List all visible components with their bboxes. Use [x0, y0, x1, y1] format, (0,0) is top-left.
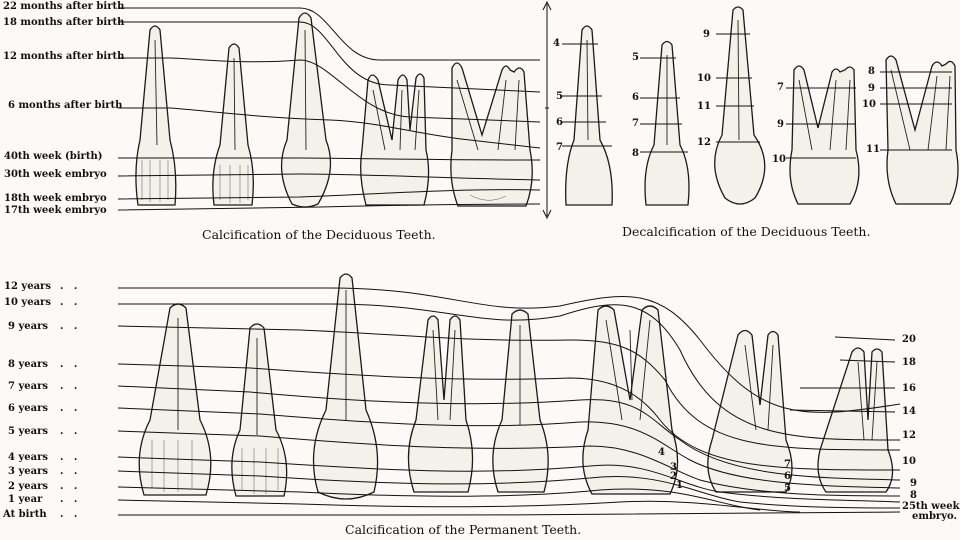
deciduous-stage-label: 18th week embryo — [4, 193, 107, 204]
deciduous-stage-label: 12 months after birth — [3, 51, 125, 62]
decalc-label: 6 — [556, 117, 563, 128]
permanent-stage-label: 7 years — [8, 381, 48, 392]
permanent-calcification-caption: Calcification of the Permanent Teeth. — [345, 522, 581, 537]
decalc-label: 5 — [556, 91, 563, 102]
right-label: 14 — [902, 406, 916, 417]
decalc-incisor-central: 4 5 6 7 — [553, 25, 613, 206]
permanent-stage-label: 9 years — [8, 321, 48, 332]
inner-label: 1 — [676, 480, 683, 491]
svg-text:. .: . . — [60, 359, 77, 370]
decalc-canine: 9 10 11 12 — [697, 6, 766, 205]
deciduous-decalcification-panel: 4 5 6 7 5 6 7 8 9 10 11 12 — [553, 6, 959, 239]
inner-label: 7 — [784, 459, 791, 470]
permanent-second-premolar — [492, 309, 549, 493]
decalc-incisor-lateral: 5 6 7 8 — [632, 40, 690, 206]
decalc-label: 9 — [703, 29, 710, 40]
permanent-canine — [312, 273, 379, 500]
permanent-stage-label: 2 years — [8, 481, 48, 492]
svg-text:. .: . . — [60, 281, 77, 292]
deciduous-incisor-lateral — [212, 43, 254, 206]
decalc-label: 9 — [777, 119, 784, 130]
permanent-stage-label: 12 years — [4, 281, 51, 292]
permanent-stage-label: 4 years — [8, 452, 48, 463]
permanent-stage-label: 1 year — [8, 494, 43, 505]
decalc-label: 12 — [697, 137, 711, 148]
deciduous-calcification-panel: 22 months after birth 18 months after bi… — [3, 0, 552, 242]
permanent-stage-label: 10 years — [4, 297, 51, 308]
permanent-stage-label: At birth — [2, 509, 47, 520]
decalc-label: 11 — [866, 144, 880, 155]
right-label: 18 — [902, 357, 916, 368]
inner-label: 4 — [658, 447, 665, 458]
deciduous-stage-label: 6 months after birth — [8, 100, 123, 111]
decalc-label: 10 — [772, 154, 786, 165]
decalc-label: 7 — [632, 118, 639, 129]
permanent-calcification-panel: 12 years 10 years 9 years 8 years 7 year… — [2, 273, 960, 537]
deciduous-canine — [280, 12, 332, 208]
svg-text:. .: . . — [60, 481, 77, 492]
stage-dot-leaders: . . . . . . . . . . . . . . . . . . . . . . . … — [60, 281, 77, 520]
right-label: 9 — [910, 478, 917, 489]
right-label: 20 — [902, 334, 916, 345]
deciduous-stage-label: 18 months after birth — [3, 17, 125, 28]
svg-text:. .: . . — [60, 297, 77, 308]
right-label: 10 — [902, 456, 916, 467]
permanent-lateral-incisor — [231, 323, 288, 497]
decalc-second-molar: 8 9 10 11 — [862, 55, 959, 205]
svg-text:. .: . . — [60, 321, 77, 332]
decalc-label: 6 — [632, 92, 639, 103]
svg-text:. .: . . — [60, 509, 77, 520]
deciduous-decalcification-caption: Decalcification of the Deciduous Teeth. — [622, 224, 870, 239]
inner-label: 3 — [670, 462, 677, 473]
decalc-label: 5 — [632, 52, 639, 63]
permanent-stage-label: 6 years — [8, 403, 48, 414]
right-label: 12 — [902, 430, 916, 441]
deciduous-stage-label: 30th week embryo — [4, 169, 107, 180]
deciduous-stage-label: 40th week (birth) — [4, 151, 102, 162]
deciduous-stage-label: 22 months after birth — [3, 1, 125, 12]
decalc-label: 7 — [777, 82, 784, 93]
permanent-stage-label: 3 years — [8, 466, 48, 477]
decalc-label: 10 — [697, 73, 711, 84]
svg-text:. .: . . — [60, 426, 77, 437]
decalc-label: 9 — [868, 83, 875, 94]
right-label: 8 — [910, 490, 917, 501]
permanent-third-molar — [817, 347, 894, 493]
deciduous-second-molar — [450, 62, 533, 207]
permanent-central-incisor — [138, 303, 212, 496]
deciduous-calcification-caption: Calcification of the Deciduous Teeth. — [202, 227, 436, 242]
svg-text:. .: . . — [60, 494, 77, 505]
svg-text:. .: . . — [60, 466, 77, 477]
decalc-first-molar: 7 9 10 — [772, 65, 860, 205]
inner-label: 5 — [784, 483, 791, 494]
permanent-stage-label: 8 years — [8, 359, 48, 370]
right-label: 16 — [902, 383, 916, 394]
permanent-stage-label: 5 years — [8, 426, 48, 437]
decalc-label: 10 — [862, 99, 876, 110]
deciduous-stage-label: 17th week embryo — [4, 205, 107, 216]
decalc-label: 8 — [868, 66, 875, 77]
inner-label: 2 — [670, 471, 677, 482]
permanent-second-molar — [707, 329, 793, 493]
deciduous-first-molar — [360, 73, 430, 206]
svg-text:. .: . . — [60, 381, 77, 392]
decalc-label: 4 — [553, 38, 560, 49]
decalc-label: 8 — [632, 148, 639, 159]
inner-label: 6 — [784, 471, 791, 482]
svg-text:. .: . . — [60, 452, 77, 463]
decalc-label: 11 — [697, 101, 711, 112]
decalc-label: 7 — [556, 142, 563, 153]
deciduous-incisor-central — [135, 25, 177, 206]
svg-text:. .: . . — [60, 403, 77, 414]
